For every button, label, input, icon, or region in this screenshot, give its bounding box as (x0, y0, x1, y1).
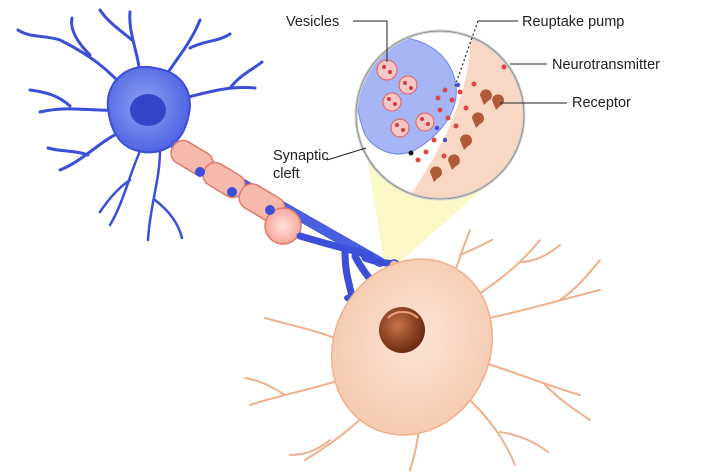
vesicle-icon (377, 60, 397, 80)
label-receptor-text: Receptor (572, 95, 631, 111)
presynaptic-neuron (18, 10, 399, 302)
label-vesicles: Vesicles (286, 14, 387, 62)
postsynaptic-nucleus (379, 307, 425, 353)
label-synaptic-cleft: Synaptic cleft (273, 148, 366, 182)
postsynaptic-neuron (245, 230, 600, 470)
label-reuptake-pump-text: Reuptake pump (522, 14, 624, 30)
label-neurotransmitter-text: Neurotransmitter (552, 57, 660, 73)
label-synaptic-cleft-line2: cleft (273, 166, 300, 182)
label-vesicles-text: Vesicles (286, 14, 339, 30)
vesicle-icon (391, 119, 409, 137)
label-neurotransmitter: Neurotransmitter (510, 57, 660, 73)
vesicle-icon (399, 76, 417, 94)
label-synaptic-cleft-line1: Synaptic (273, 148, 329, 164)
vesicle-icon (383, 93, 401, 111)
vesicle-icon (416, 113, 434, 131)
presynaptic-nucleus (130, 94, 166, 126)
